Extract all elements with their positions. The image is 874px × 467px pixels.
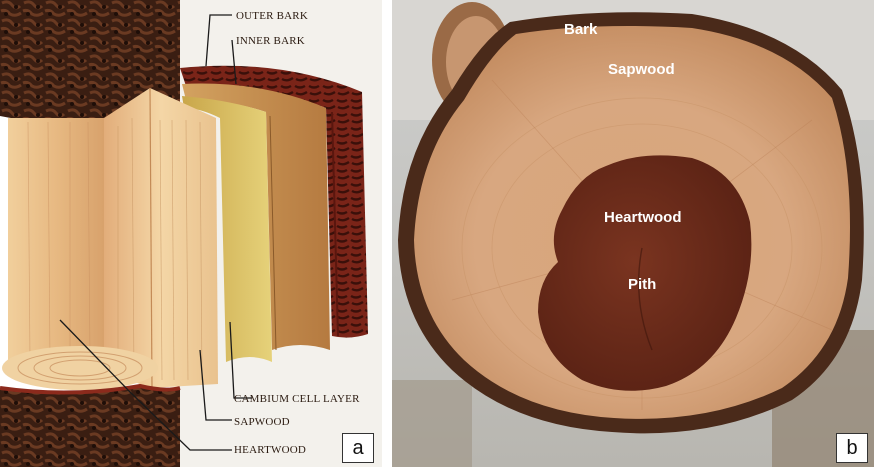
tree-layers-illustration: OUTER BARK INNER BARK CAMBIUM CELL LAYER… bbox=[0, 0, 382, 467]
sapwood-block bbox=[104, 88, 218, 388]
label-sapwood: SAPWOOD bbox=[234, 416, 290, 428]
panel-b-badge: b bbox=[836, 433, 868, 463]
heartwood-column bbox=[8, 118, 104, 364]
outer-bark-bottom bbox=[0, 386, 180, 467]
label-cambium-cell-layer: CAMBIUM CELL LAYER bbox=[234, 393, 360, 405]
label-heartwood: Heartwood bbox=[604, 209, 682, 226]
label-inner-bark: INNER BARK bbox=[236, 35, 305, 47]
label-sapwood: Sapwood bbox=[608, 61, 675, 78]
label-bark: Bark bbox=[564, 21, 598, 38]
growth-rings-cross-section bbox=[2, 346, 158, 390]
panel-a-badge: a bbox=[342, 433, 374, 463]
label-pith: Pith bbox=[628, 276, 656, 293]
log-cross-section-photo: Bark Sapwood Heartwood Pith b bbox=[392, 0, 874, 467]
label-outer-bark: OUTER BARK bbox=[236, 10, 308, 22]
label-heartwood: HEARTWOOD bbox=[234, 444, 306, 456]
